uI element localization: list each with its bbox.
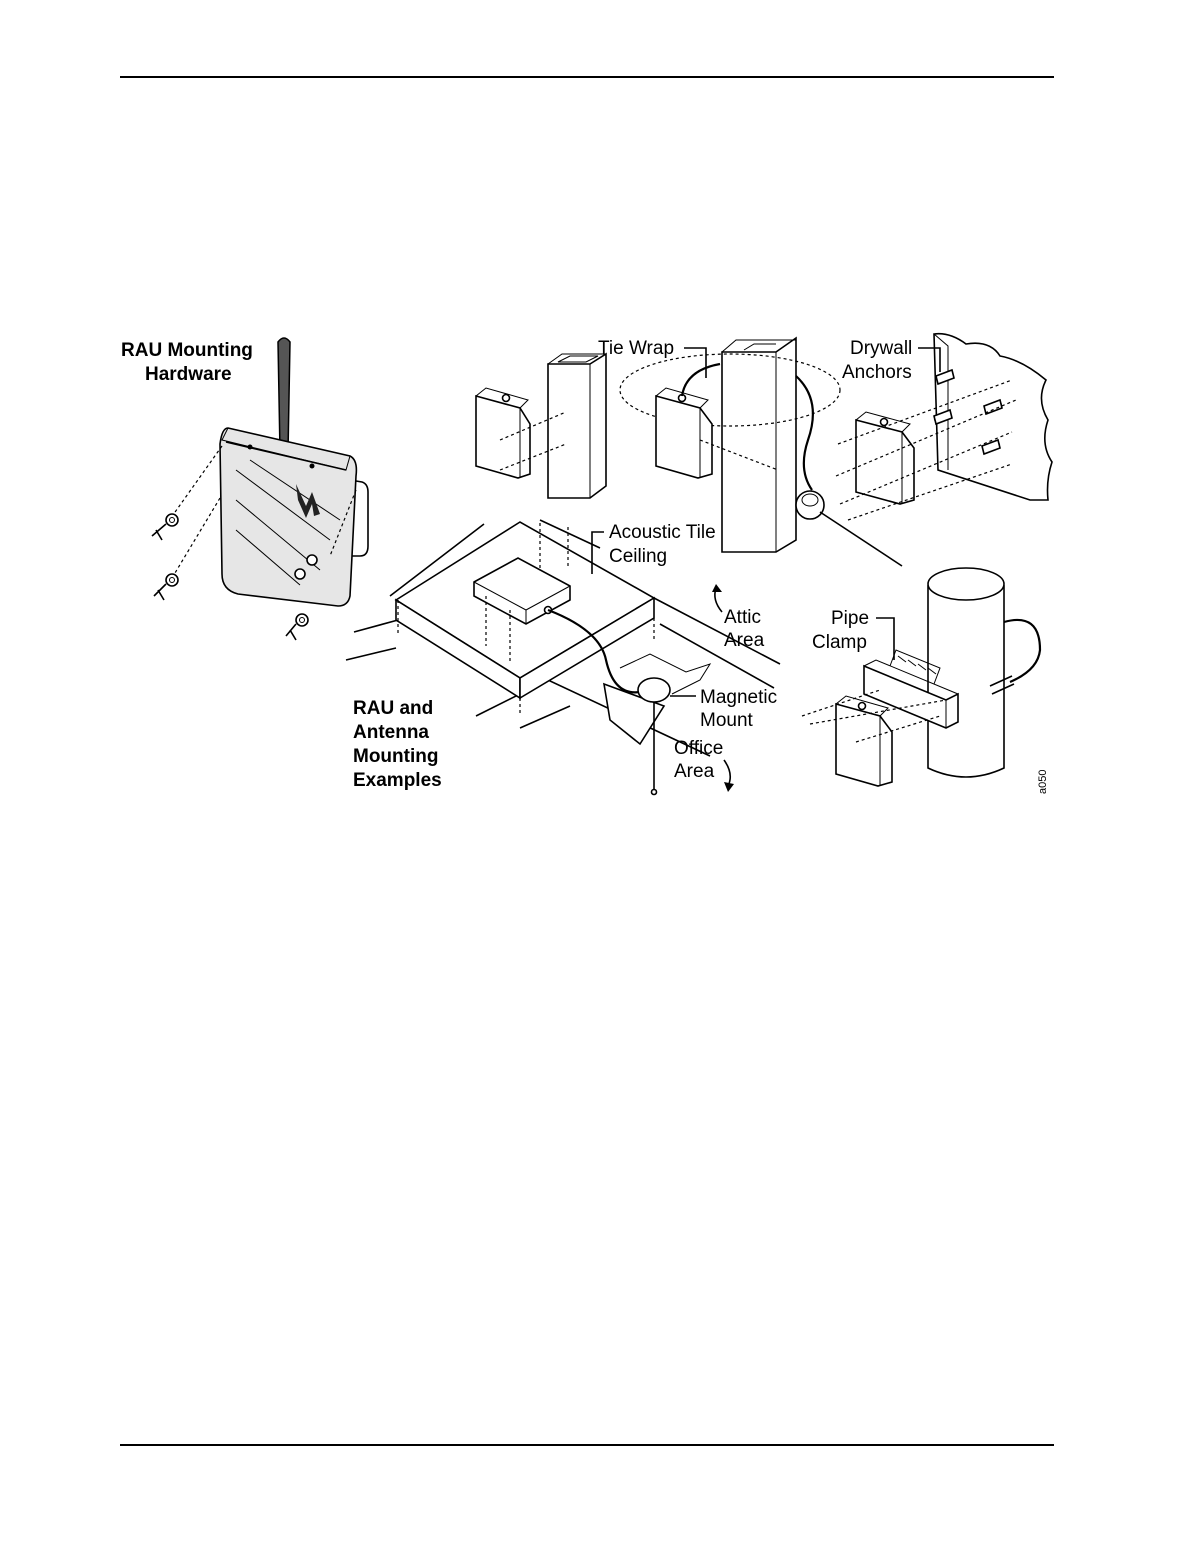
pipe-clamp-example xyxy=(802,568,1040,786)
rau-hardware-label-1: RAU Mounting xyxy=(121,340,253,361)
office-area-label-2: Area xyxy=(674,761,715,782)
pipe-icon xyxy=(928,586,1004,777)
magnetic-mount-label-2: Mount xyxy=(700,710,754,731)
rau-antenna-label-2: Antenna xyxy=(353,722,429,743)
figure-code: a050 xyxy=(1037,770,1049,794)
pipe-clamp-label-1: Pipe xyxy=(831,608,869,629)
tie-wrap-label: Tie Wrap xyxy=(598,338,674,359)
magnetic-mount-icon xyxy=(796,491,824,519)
acoustic-tile-label-1: Acoustic Tile xyxy=(609,522,716,543)
pipe-clamp-leader xyxy=(876,618,894,660)
rau-antenna-label-4: Examples xyxy=(353,770,442,791)
attic-area-label-1: Attic xyxy=(724,607,761,628)
office-area-label-1: Office xyxy=(674,738,723,759)
magnetic-mount-icon xyxy=(638,678,670,702)
drywall-label-1: Drywall xyxy=(850,338,912,359)
rau-hardware-label-2: Hardware xyxy=(145,364,232,385)
pipe-clamp-label-2: Clamp xyxy=(812,632,867,653)
square-post-example xyxy=(476,354,606,498)
drywall-label-2: Anchors xyxy=(842,362,912,383)
rau-antenna-label-3: Mounting xyxy=(353,746,438,767)
rau-antenna-label-1: RAU and xyxy=(353,698,433,719)
acoustic-tile-label-2: Ceiling xyxy=(609,546,667,567)
office-arrow xyxy=(724,760,730,786)
attic-area-label-2: Area xyxy=(724,630,765,651)
antenna-icon xyxy=(278,338,290,452)
magnetic-mount-label-1: Magnetic xyxy=(700,687,777,708)
